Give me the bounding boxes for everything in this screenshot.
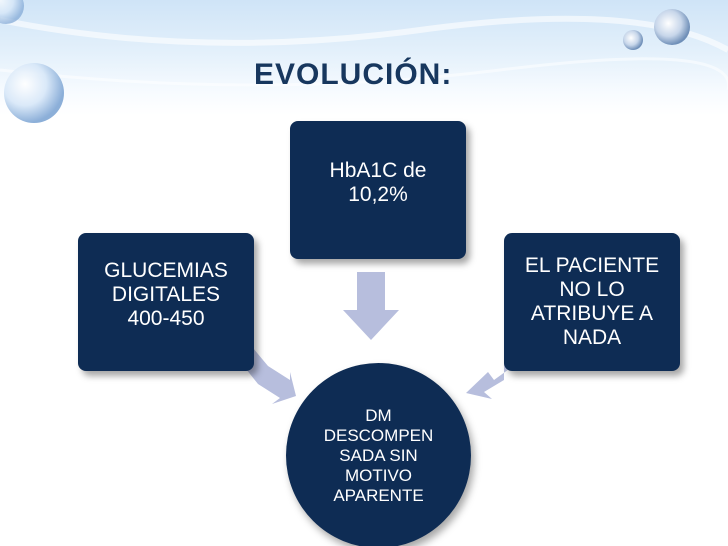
left-box-line-3: 400-450 [127,307,205,330]
right-box-line-4: NADA [562,326,622,349]
bubble-left [4,63,64,123]
left-box-line-1: GLUCEMIAS [104,259,228,282]
center-circle: DM DESCOMPEN SADA SIN MOTIVO APARENTE [286,363,471,546]
right-box-line-2: NO LO [559,278,625,301]
arrow-left-to-center-icon [242,348,296,404]
center-circle-line-3: SADA SIN [339,445,418,465]
center-circle-line-5: APARENTE [333,485,424,505]
right-box-line-1: EL PACIENTE [524,254,660,277]
top-box: HbA1C de 10,2% [290,121,466,259]
center-circle-line-2: DESCOMPEN [323,425,434,445]
arrow-down-icon [343,272,399,340]
left-box: GLUCEMIAS DIGITALES 400-450 [78,233,254,371]
center-circle-line-4: MOTIVO [344,465,413,485]
bubble-top-left [0,0,24,24]
top-box-line-2: 10,2% [348,183,408,206]
bubble-right-small [623,30,643,50]
bubble-right-large [654,9,690,45]
slide-title: EVOLUCIÓN: [254,58,453,91]
left-box-line-2: DIGITALES [111,283,221,306]
top-box-line-1: HbA1C de [329,159,427,182]
center-circle-line-1: DM [365,405,392,425]
right-box: EL PACIENTE NO LO ATRIBUYE A NADA [504,233,680,371]
right-box-line-3: ATRIBUYE A [530,302,654,325]
arrow-right-to-center-icon [466,346,516,399]
